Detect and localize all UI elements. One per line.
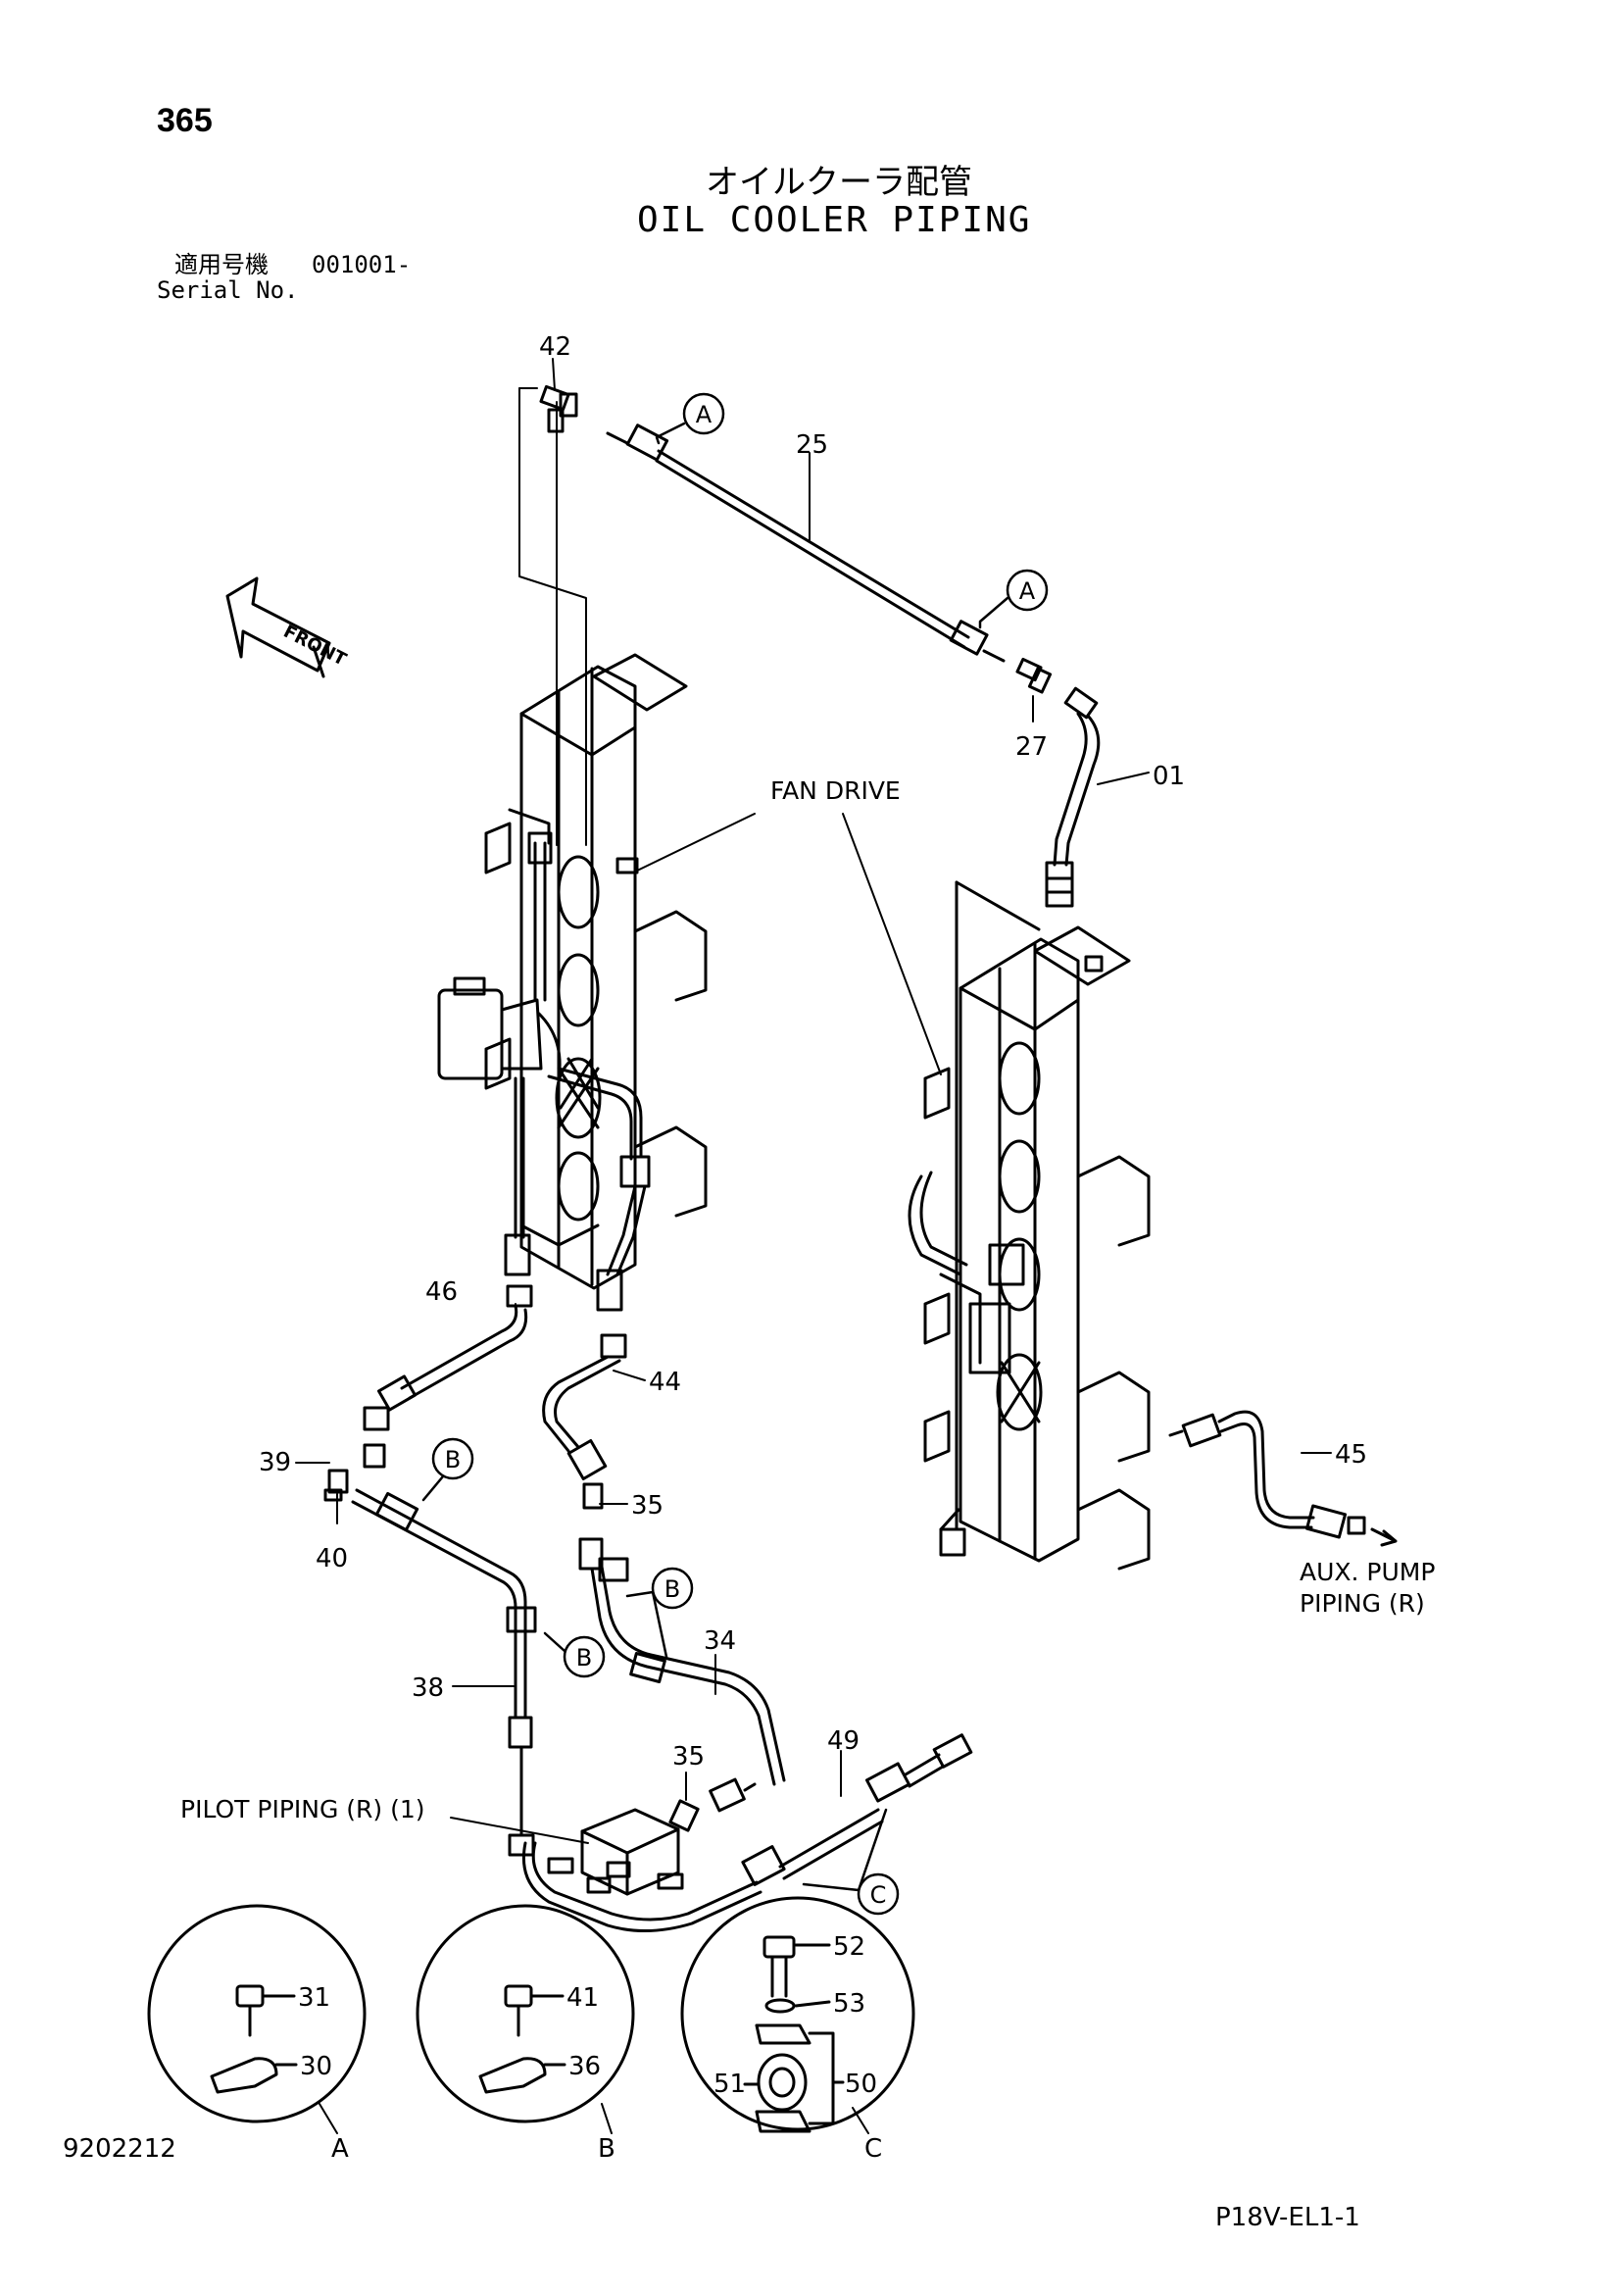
part-label-40: 40 bbox=[316, 1544, 348, 1573]
detail-circle-b bbox=[416, 1904, 635, 2123]
part-label-39: 39 bbox=[259, 1448, 291, 1477]
part-label-50: 50 bbox=[845, 2070, 877, 2099]
callout-a-top: A bbox=[696, 401, 713, 428]
detail-label-a: A bbox=[331, 2134, 349, 2164]
part-label-52: 52 bbox=[833, 1932, 865, 1962]
detail-label-c: C bbox=[864, 2134, 882, 2164]
callout-c: C bbox=[870, 1881, 887, 1909]
sheet-code: P18V-EL1-1 bbox=[1215, 2203, 1360, 2232]
part-label-34: 34 bbox=[704, 1626, 736, 1656]
serial-value: 001001- bbox=[312, 251, 412, 278]
callout-circles bbox=[421, 392, 1049, 1916]
part-01-hose bbox=[1045, 686, 1101, 908]
part-34-pipe bbox=[578, 1482, 786, 1813]
part-label-25: 25 bbox=[796, 430, 828, 460]
part-label-44: 44 bbox=[649, 1368, 681, 1397]
callout-b-right: B bbox=[664, 1575, 680, 1603]
part-27-adapter bbox=[1015, 657, 1053, 694]
serial-label-en: Serial No. bbox=[157, 276, 299, 304]
aux-pump-label-line1: AUX. PUMP bbox=[1300, 1558, 1435, 1586]
callout-b-left: B bbox=[445, 1446, 461, 1473]
part-25-pipe bbox=[606, 424, 1006, 663]
part-35-lower-fitting bbox=[668, 1799, 700, 1832]
part-38-pipe bbox=[351, 1488, 537, 1857]
part-label-27: 27 bbox=[1015, 732, 1048, 762]
part-label-36: 36 bbox=[568, 2052, 601, 2081]
detail-label-b: B bbox=[598, 2134, 615, 2164]
part-label-35-lower: 35 bbox=[672, 1742, 705, 1772]
pilot-block-part-49 bbox=[521, 1733, 973, 1932]
part-45-hose bbox=[1168, 1410, 1398, 1547]
left-cooler-frame bbox=[484, 653, 708, 1290]
part-39-40-fittings bbox=[323, 1443, 386, 1502]
part-44-hose bbox=[542, 1333, 627, 1480]
aux-pump-label-line2: PIPING (R) bbox=[1300, 1589, 1425, 1618]
part-label-31: 31 bbox=[298, 1983, 330, 2013]
part-label-49: 49 bbox=[827, 1726, 860, 1756]
callout-b-lower: B bbox=[576, 1644, 592, 1672]
part-label-45: 45 bbox=[1335, 1440, 1367, 1470]
part-label-30: 30 bbox=[300, 2052, 332, 2081]
page-title: OIL COOLER PIPING bbox=[637, 200, 1032, 240]
detail-circle-a bbox=[147, 1904, 367, 2123]
part-46-hose bbox=[363, 1284, 533, 1431]
title-japanese: オイルクーラ配管 bbox=[706, 163, 972, 202]
callout-a-right: A bbox=[1019, 577, 1036, 605]
leader-lines bbox=[295, 358, 1332, 1844]
part-label-01: 01 bbox=[1153, 762, 1185, 791]
pilot-piping-label: PILOT PIPING (R) (1) bbox=[180, 1795, 425, 1823]
front-label: FRONT bbox=[280, 622, 350, 671]
part-label-53: 53 bbox=[833, 1989, 865, 2019]
part-label-46: 46 bbox=[425, 1277, 458, 1307]
part-label-41: 41 bbox=[566, 1983, 599, 2013]
doc-code: 9202212 bbox=[63, 2134, 176, 2164]
right-cooler-frame bbox=[908, 880, 1151, 1571]
detail-pointer-lines bbox=[319, 2103, 869, 2134]
fan-drive-label: FAN DRIVE bbox=[770, 776, 901, 805]
part-label-51: 51 bbox=[713, 2070, 746, 2099]
detail-circle-c bbox=[680, 1896, 915, 2133]
serial-label-jp: 適用号機 bbox=[174, 251, 269, 278]
part-label-35-upper: 35 bbox=[631, 1491, 664, 1521]
part-42-fitting bbox=[539, 384, 578, 433]
part-label-38: 38 bbox=[412, 1673, 444, 1703]
page-number: 365 bbox=[157, 102, 213, 139]
part-label-42: 42 bbox=[539, 332, 571, 362]
left-fan-motor bbox=[437, 808, 651, 1312]
front-arrow-icon bbox=[225, 576, 331, 678]
top-guide-lines bbox=[518, 387, 587, 846]
